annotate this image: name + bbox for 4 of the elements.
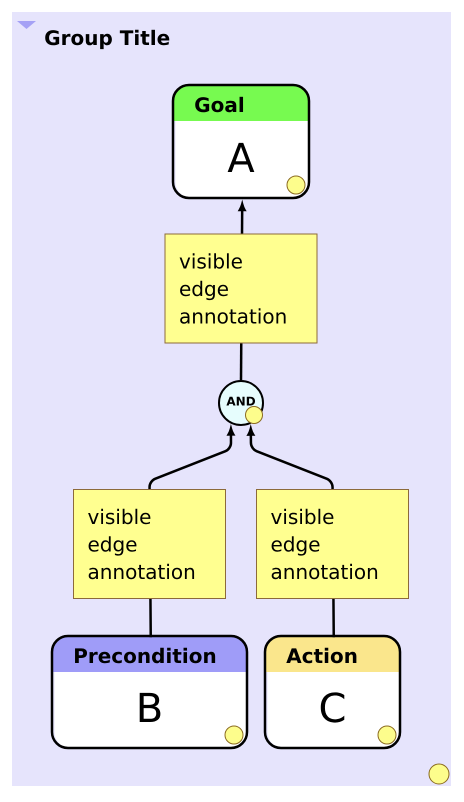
node-box: Precondition B [50, 634, 248, 750]
node-box: Action C [264, 634, 402, 750]
edge-label: visible edge annotation [73, 489, 226, 599]
node-box: Goal A [172, 84, 310, 200]
